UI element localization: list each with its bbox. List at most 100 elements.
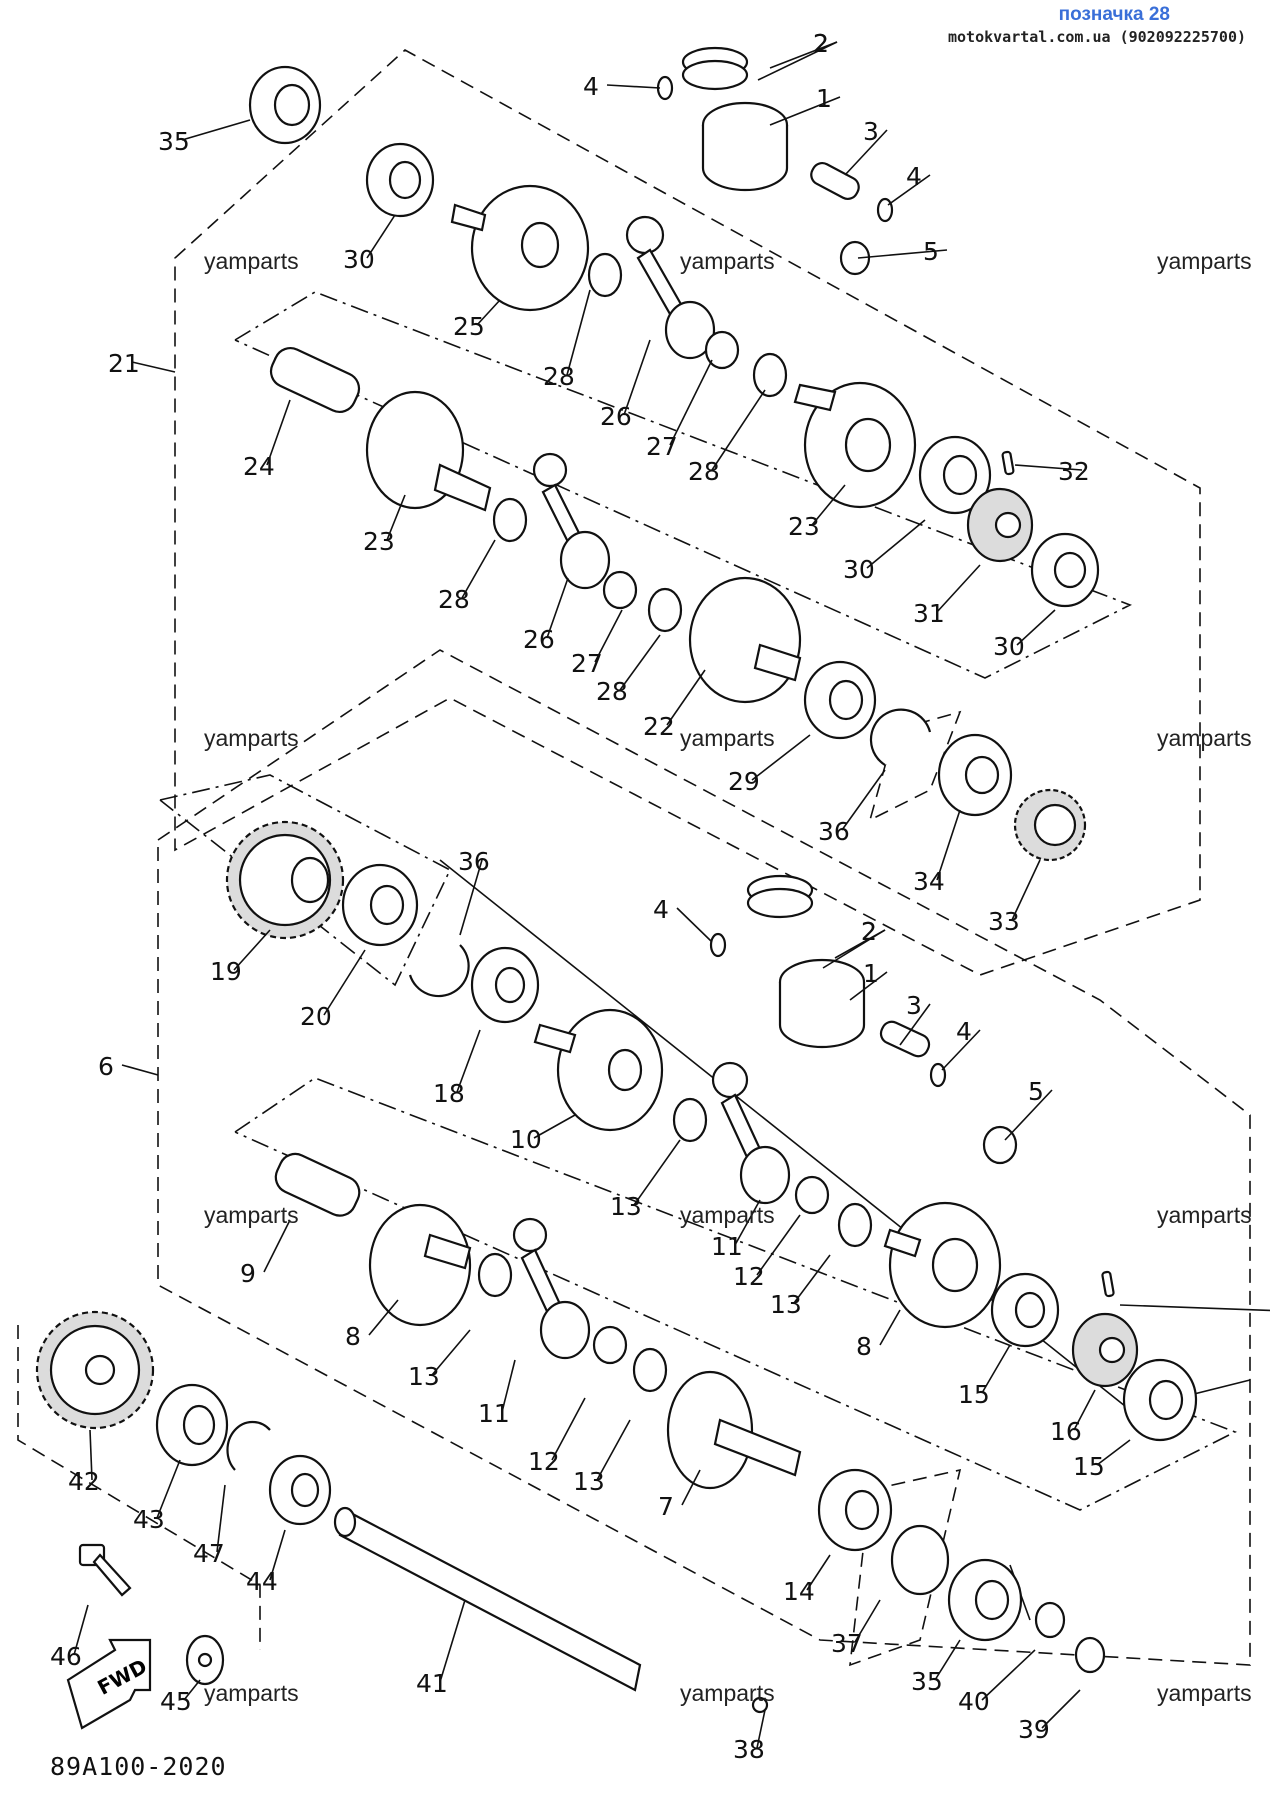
leader-line (666, 669, 706, 726)
leader-line (669, 359, 713, 446)
washer-28-b (752, 352, 788, 398)
piston-1-b (778, 958, 866, 1049)
leader-line (216, 1484, 226, 1553)
leader-line (981, 1649, 1036, 1701)
bearing-14 (817, 1468, 893, 1552)
group-outlines (17, 49, 1251, 1667)
leader-line (756, 1214, 801, 1276)
part-number-29: 29 (728, 767, 760, 796)
part-number-40: 40 (958, 1687, 990, 1716)
bearing-29 (803, 660, 877, 740)
part-number-15: 15 (1073, 1452, 1105, 1481)
leader-line (936, 564, 981, 613)
part-number-20: 20 (300, 1002, 332, 1031)
part-number-14: 14 (783, 1577, 815, 1606)
washer-28-a (587, 252, 623, 298)
leader-line (857, 249, 948, 259)
forward-arrow-icon: FWD (66, 1638, 152, 1730)
leader-line (1011, 859, 1041, 921)
part-number-5: 5 (923, 237, 939, 266)
part-number-39: 39 (1018, 1715, 1050, 1744)
bearing-34 (937, 733, 1013, 817)
leader-line (368, 1299, 399, 1336)
watermark: yamparts (1157, 248, 1252, 274)
bearing-18 (470, 946, 540, 1024)
watermark: yamparts (1157, 725, 1252, 751)
part-number-12: 12 (528, 1447, 560, 1476)
watermark: yamparts (204, 725, 299, 751)
part-number-5: 5 (1028, 1077, 1044, 1106)
leader-line (1096, 1439, 1131, 1466)
part-number-22: 22 (643, 712, 675, 741)
part-number-13: 13 (408, 1362, 440, 1391)
crank-wheel-7 (666, 1370, 802, 1490)
bearing-30-c (1030, 532, 1100, 608)
leader-line (269, 1529, 286, 1581)
part-number-46: 46 (50, 1642, 82, 1671)
leader-line (366, 214, 396, 259)
watermark: yamparts (204, 248, 299, 274)
leader-line (879, 1309, 901, 1346)
circlip-36-a (869, 708, 932, 766)
bearing-35-top (248, 65, 322, 145)
leader-line (806, 1554, 831, 1591)
connecting-rod-11-a (711, 1061, 791, 1205)
crank-wheel-8-a (368, 1203, 472, 1327)
washer-28-d (647, 587, 683, 633)
header-subtitle: motokvartal.com.ua (902092225700) (947, 28, 1246, 46)
part-number-10: 10 (510, 1125, 542, 1154)
part-number-47: 47 (193, 1539, 225, 1568)
piston-1-a (701, 101, 789, 192)
part-number-42: 42 (68, 1467, 100, 1496)
leader-line (263, 1219, 291, 1273)
leader-line (854, 1599, 881, 1643)
washer-45 (185, 1634, 225, 1686)
crank-wheel-8-b (883, 1201, 1002, 1329)
leader-line (866, 519, 926, 569)
circlip-36-b (408, 944, 470, 998)
nut-39 (1074, 1636, 1106, 1674)
leader-line (981, 1344, 1011, 1394)
crank-wheel-22 (688, 576, 802, 704)
clip-4-c (709, 932, 727, 958)
leader-line (183, 1679, 201, 1701)
leader-line (121, 1064, 159, 1076)
part-number-12: 12 (733, 1262, 765, 1291)
leader-line (439, 1599, 466, 1683)
washer-13-a (672, 1097, 708, 1143)
piston-pin-3-a (810, 161, 860, 201)
part-number-4: 4 (653, 895, 669, 924)
clip-4-a (656, 75, 674, 101)
leader-line (566, 289, 591, 376)
part-number-18: 18 (433, 1079, 465, 1108)
clip-4-b (876, 197, 894, 223)
washer-13-b (837, 1202, 873, 1248)
leader-line (711, 389, 766, 471)
part-number-1: 1 (816, 84, 832, 113)
leader-line (266, 399, 291, 466)
pin-32 (1001, 450, 1015, 476)
leader-line (941, 1029, 981, 1071)
part-number-38: 38 (733, 1735, 765, 1764)
part-number-30: 30 (343, 245, 375, 274)
leader-line (1119, 1304, 1270, 1312)
crank-wheel-23-a (365, 390, 492, 512)
leader-line (476, 299, 501, 326)
connecting-rod-26-a (625, 215, 716, 360)
bearing-15-a (990, 1272, 1060, 1348)
pin-17 (1101, 1270, 1115, 1298)
part-number-31: 31 (913, 599, 945, 628)
leader-line (73, 1604, 89, 1656)
clip-4-d (929, 1062, 947, 1088)
part-number-30: 30 (993, 632, 1025, 661)
part-number-2: 2 (861, 917, 877, 946)
leader-line (386, 494, 406, 541)
leader-line (623, 339, 651, 416)
leader-line (751, 734, 811, 781)
part-number-11: 11 (711, 1232, 743, 1261)
connecting-rod-26-b (532, 452, 611, 590)
part-number-27: 27 (571, 649, 603, 678)
gear-42 (35, 1310, 155, 1430)
